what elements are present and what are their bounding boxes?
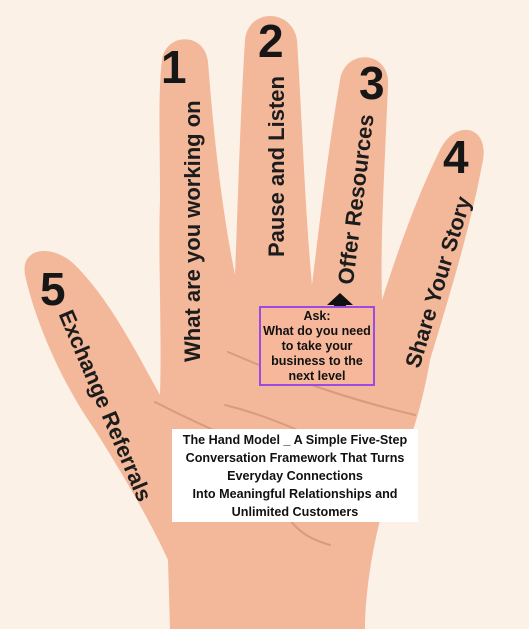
caption-line: Conversation Framework That Turns — [185, 451, 405, 465]
up-arrow-icon — [327, 293, 353, 305]
finger-4-number: 4 — [443, 131, 469, 183]
ask-line: What do you need — [263, 324, 371, 338]
ask-title: Ask: — [303, 309, 331, 323]
ask-box: Ask: What do you need to take your busin… — [259, 306, 375, 386]
finger-3-number: 3 — [359, 57, 385, 109]
caption-line: The Hand Model _ A Simple Five-Step — [182, 433, 408, 447]
caption-line: Everyday Connections — [227, 469, 363, 483]
caption-line: Into Meaningful Relationships and — [192, 487, 398, 501]
caption-line: Unlimited Customers — [231, 505, 359, 519]
ask-line: business to the — [271, 354, 363, 368]
finger-2-number: 2 — [258, 15, 284, 67]
finger-5-number: 5 — [40, 263, 66, 315]
ask-line: to take your — [281, 339, 353, 353]
caption-box: The Hand Model _ A Simple Five-Step Conv… — [172, 429, 418, 522]
ask-line: next level — [288, 369, 346, 383]
finger-1-number: 1 — [161, 41, 187, 93]
finger-1-label: What are you working on — [180, 100, 205, 362]
finger-2-label: Pause and Listen — [264, 76, 289, 257]
